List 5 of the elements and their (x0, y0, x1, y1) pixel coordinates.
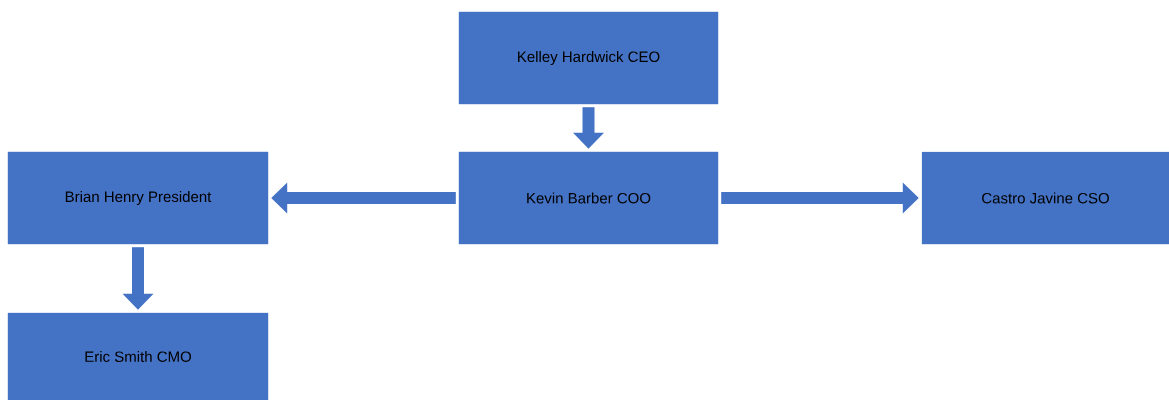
title-box: Kevin Barber COO (458, 151, 719, 245)
title-box: Kelley Hardwick CEO (458, 11, 719, 105)
title-box: Eric Smith CMO (7, 312, 269, 400)
title-box: Brian Henry President (7, 151, 269, 245)
title-box: Castro Javine CSO (921, 151, 1169, 245)
